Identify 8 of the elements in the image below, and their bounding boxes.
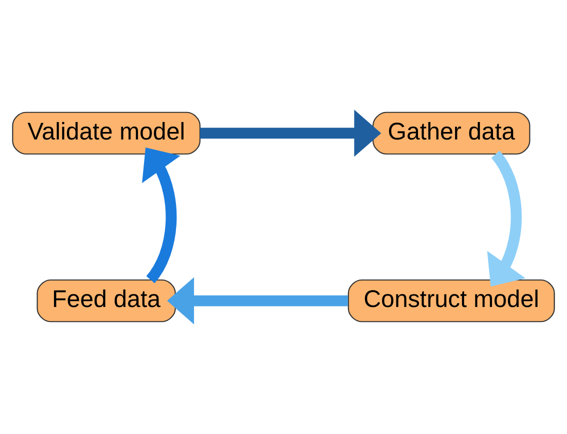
arrow: [200, 110, 382, 157]
node-box: Construct model: [348, 279, 555, 322]
node-box: Validate model: [12, 112, 201, 155]
arrow: [487, 150, 526, 286]
node-box: Feed data: [36, 279, 176, 322]
node-box: Gather data: [372, 112, 530, 155]
arrow: [167, 277, 348, 324]
arrow: [142, 147, 180, 283]
